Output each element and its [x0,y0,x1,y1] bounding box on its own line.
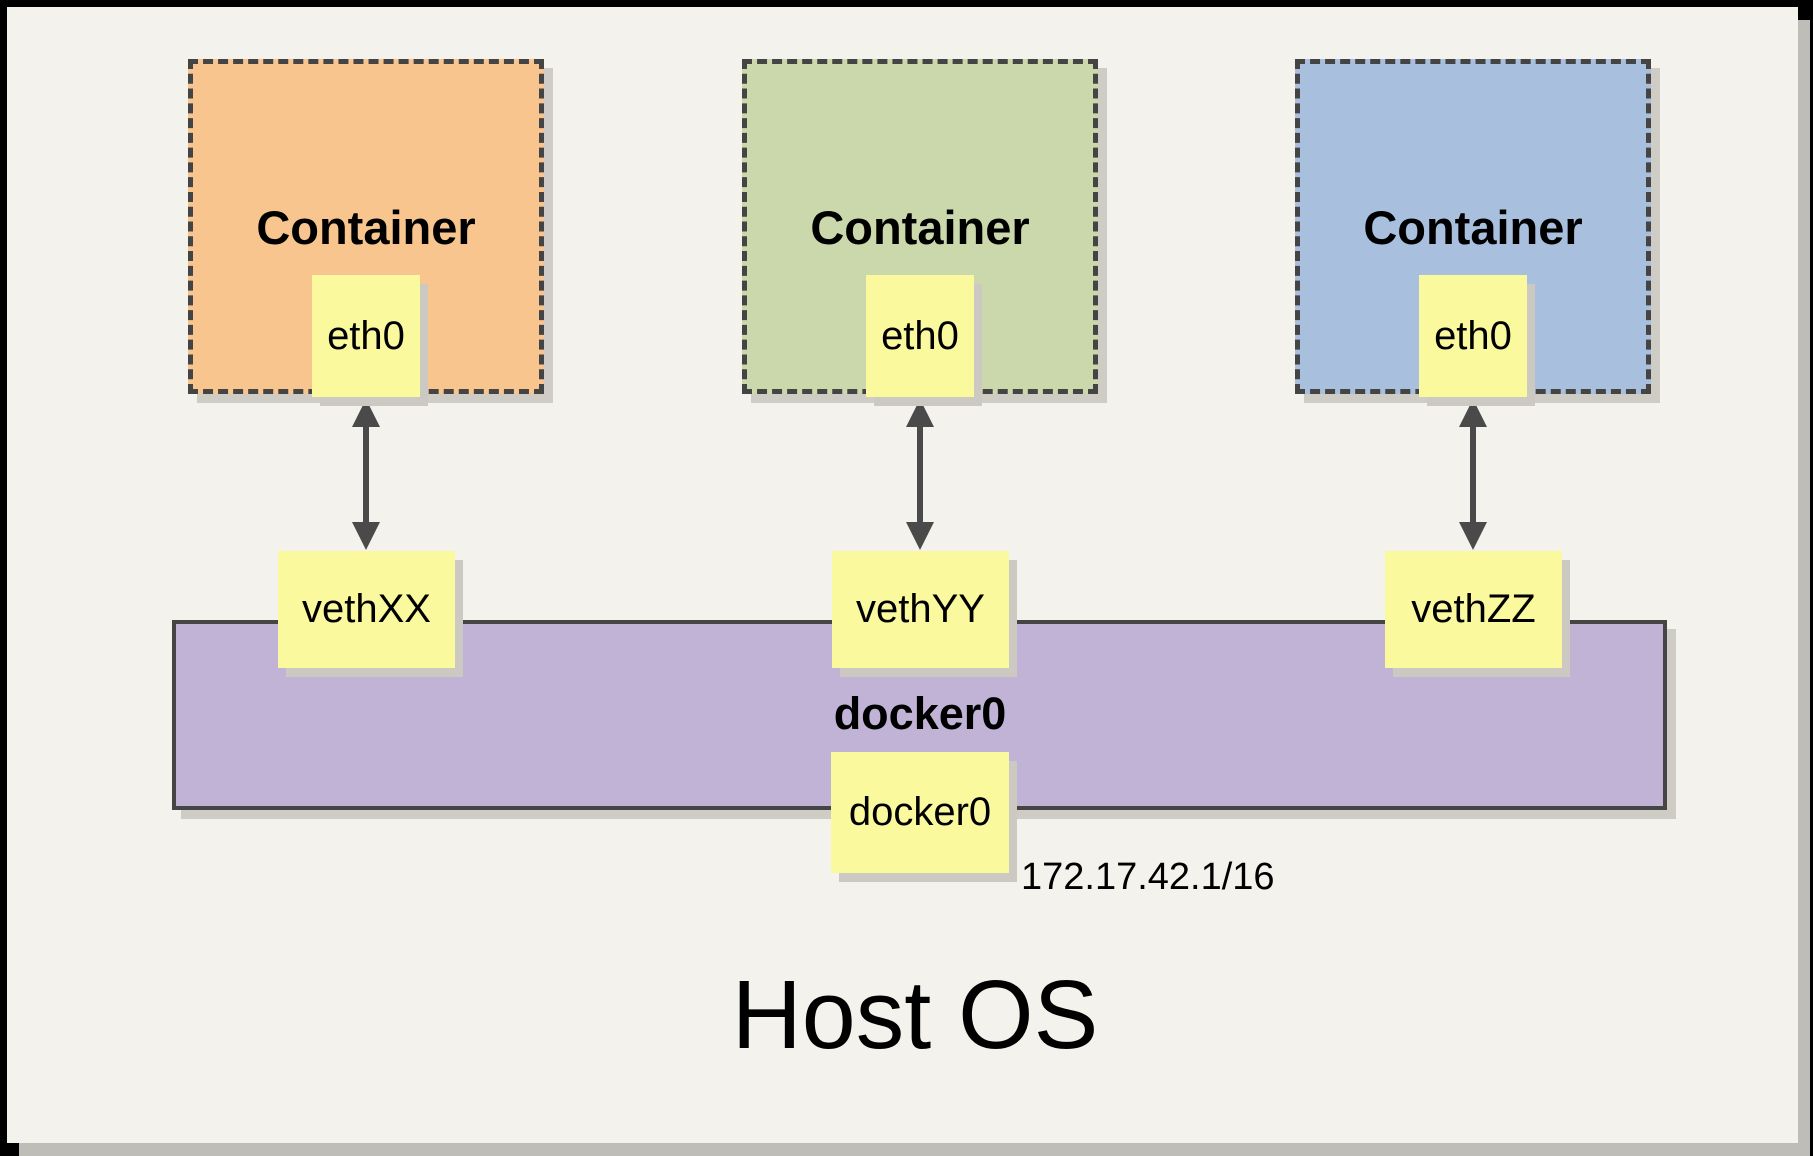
eth0-interface-box-1: eth0 [312,275,420,397]
veth-endpoint-box-2: vethYY [832,551,1009,668]
veth-label: vethXX [302,587,431,631]
arrow-shaft [917,421,923,528]
veth-label: vethYY [856,587,985,631]
host-os-label: Host OS [731,960,1099,1069]
container-title: Container [256,201,476,254]
docker0-label: docker0 [848,790,992,834]
docker0-bridge-label: docker0 [833,688,1007,739]
bridge-ip-address: 172.17.42.1/16 [1021,856,1275,898]
eth0-interface-box-2: eth0 [866,275,974,397]
veth-endpoint-box-3: vethZZ [1385,551,1562,668]
eth0-label: eth0 [1434,313,1512,358]
bidirectional-arrow-icon-1 [352,399,380,550]
host-os-panel: Container Container Container eth0 eth0 … [7,7,1798,1143]
arrow-head-down-icon [352,522,380,550]
veth-label: vethZZ [1411,587,1536,631]
eth0-label: eth0 [881,313,959,358]
veth-endpoint-box-1: vethXX [278,551,455,668]
docker0-interface-box: docker0 [831,752,1009,873]
arrow-shaft [1470,421,1476,528]
bidirectional-arrow-icon-3 [1459,399,1487,550]
container-title: Container [1363,201,1583,254]
arrow-head-down-icon [1459,522,1487,550]
container-title: Container [810,201,1030,254]
arrow-head-down-icon [906,522,934,550]
bidirectional-arrow-icon-2 [906,399,934,550]
eth0-interface-box-3: eth0 [1419,275,1527,397]
eth0-label: eth0 [327,313,405,358]
arrow-shaft [363,421,369,528]
